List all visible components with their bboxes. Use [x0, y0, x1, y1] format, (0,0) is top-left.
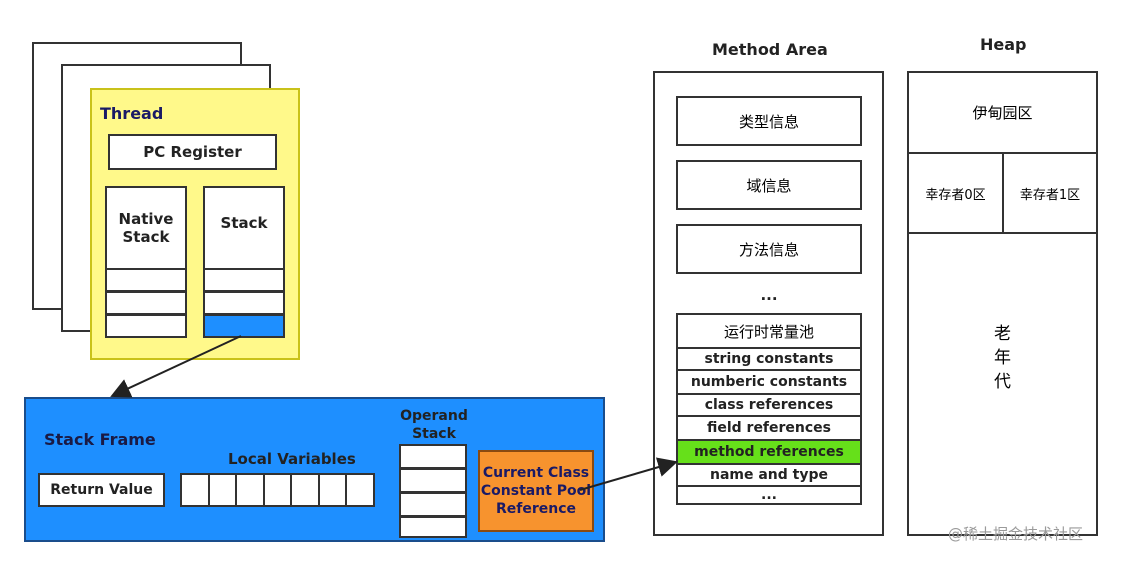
watermark: @稀土掘金技术社区 — [948, 525, 1084, 543]
survivor-1: 幸存者1区 — [1004, 154, 1096, 234]
constant-pool-row: class references — [676, 393, 862, 417]
stack-slot — [203, 291, 285, 315]
eden-space: 伊甸园区 — [909, 73, 1096, 154]
local-variable-slot — [262, 473, 293, 507]
thread-title: Thread — [100, 104, 164, 123]
method-area-title: Method Area — [712, 40, 828, 59]
constant-pool-row: field references — [676, 415, 862, 441]
operand-stack-slot — [399, 492, 467, 517]
native-stack-slot — [105, 268, 187, 292]
stack-label: Stack — [203, 186, 285, 270]
operand-stack-slot — [399, 444, 467, 469]
constant-pool-row: numberic constants — [676, 369, 862, 395]
local-variables-array — [180, 473, 376, 507]
method-area-ellipsis: ... — [760, 286, 778, 304]
stack-frame: Stack Frame Return Value Local Variables… — [24, 397, 605, 542]
operand-stack-label: Operand Stack — [400, 408, 468, 442]
method-info: 方法信息 — [676, 224, 862, 274]
survivor-0: 幸存者0区 — [909, 154, 1004, 234]
operand-stack-slot — [399, 516, 467, 538]
runtime-constant-pool-title: 运行时常量池 — [676, 313, 862, 349]
local-variable-slot — [290, 473, 320, 507]
heap: 伊甸园区 幸存者0区 幸存者1区 老 年 代 — [907, 71, 1098, 536]
thread-box: Thread PC Register Native Stack Stack — [90, 88, 300, 360]
local-variable-slot — [207, 473, 238, 507]
local-variable-slot — [235, 473, 265, 507]
constant-pool-row: name and type — [676, 463, 862, 487]
constant-pool-row: ... — [676, 485, 862, 505]
heap-title: Heap — [980, 35, 1027, 54]
native-stack-label: Native Stack — [105, 186, 187, 270]
old-generation: 老 年 代 — [994, 324, 1011, 392]
operand-stack-slot — [399, 468, 467, 493]
native-stack-slot — [105, 314, 187, 338]
method-references-row: method references — [676, 439, 862, 465]
local-variable-slot — [317, 473, 348, 507]
stack-frame-title: Stack Frame — [44, 430, 156, 449]
return-value: Return Value — [38, 473, 165, 507]
stack-slot-current — [203, 314, 285, 338]
constant-pool-reference: Current Class Constant Pool Reference — [478, 450, 594, 532]
local-variables-label: Local Variables — [228, 450, 356, 468]
pc-register: PC Register — [108, 134, 277, 170]
field-info: 域信息 — [676, 160, 862, 210]
native-stack-slot — [105, 291, 187, 315]
local-variable-slot — [345, 473, 376, 507]
stack-slot — [203, 268, 285, 292]
type-info: 类型信息 — [676, 96, 862, 146]
method-area: 类型信息 域信息 方法信息 ... 运行时常量池 string constant… — [653, 71, 884, 536]
constant-pool-row: string constants — [676, 347, 862, 371]
local-variable-slot — [180, 473, 210, 507]
